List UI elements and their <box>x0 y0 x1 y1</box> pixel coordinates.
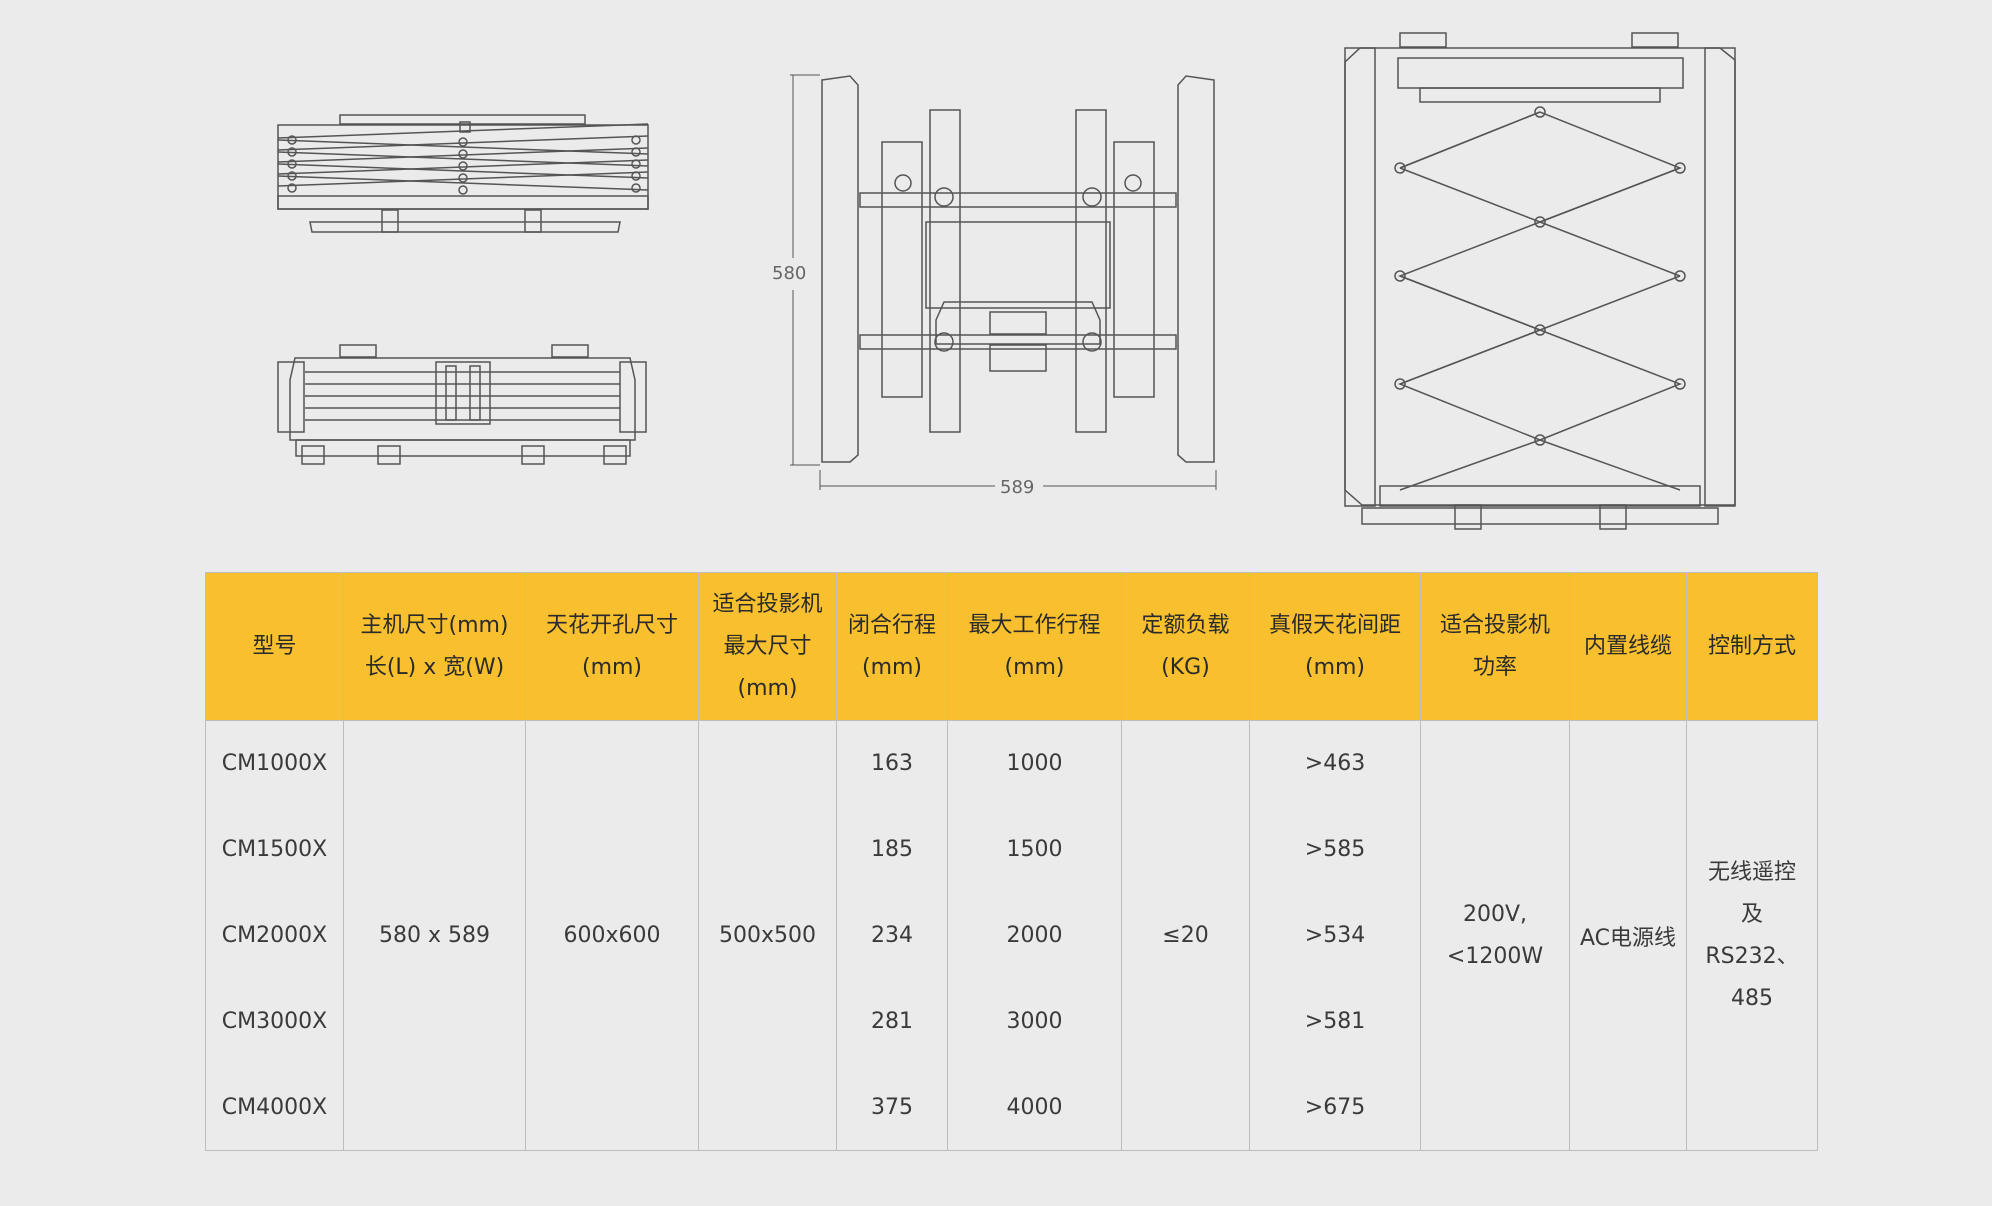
table-row: CM4000X 375 4000 >675 <box>205 1064 1818 1151</box>
projector-max-cell: 500x500 <box>698 720 837 1151</box>
closed-stroke-cell: 163 <box>836 720 948 807</box>
ceiling-hole-cell: 600x600 <box>525 720 699 1151</box>
header-power: 适合投影机 功率 <box>1420 572 1570 721</box>
technical-drawings: 580 589 <box>0 0 1992 560</box>
max-stroke-cell: 4000 <box>947 1064 1122 1151</box>
ceiling-gap-cell: >581 <box>1249 978 1421 1065</box>
ceiling-gap-cell: >463 <box>1249 720 1421 807</box>
max-stroke-cell: 2000 <box>947 892 1122 979</box>
drawings-svg: 580 589 <box>277 32 1736 530</box>
ceiling-gap-cell: >585 <box>1249 806 1421 893</box>
header-model: 型号 <box>205 572 344 721</box>
header-cable: 内置线缆 <box>1569 572 1687 721</box>
side-view-drawing <box>277 114 649 233</box>
table-row: CM3000X 281 3000 >581 <box>205 978 1818 1065</box>
model-cell: CM1000X <box>205 720 344 807</box>
rated-load-cell: ≤20 <box>1121 720 1250 1151</box>
header-projector-max: 适合投影机 最大尺寸 (mm) <box>698 572 837 721</box>
table-header-row: 型号 主机尺寸(mm) 长(L) x 宽(W) 天花开孔尺寸 (mm) 适合投影… <box>205 572 1818 721</box>
max-stroke-cell: 3000 <box>947 978 1122 1065</box>
table-row: CM1500X 185 1500 >585 <box>205 806 1818 893</box>
dim-width-label: 589 <box>1000 477 1034 498</box>
control-cell: 无线遥控 及 RS232、 485 <box>1686 720 1818 1151</box>
header-rated-load: 定额负载 (KG) <box>1121 572 1250 721</box>
power-cell: 200V, <1200W <box>1420 720 1570 1151</box>
ceiling-gap-cell: >534 <box>1249 892 1421 979</box>
closed-stroke-cell: 234 <box>836 892 948 979</box>
closed-stroke-cell: 281 <box>836 978 948 1065</box>
extended-view-drawing <box>1344 32 1736 530</box>
max-stroke-cell: 1000 <box>947 720 1122 807</box>
header-control: 控制方式 <box>1686 572 1818 721</box>
model-cell: CM3000X <box>205 978 344 1065</box>
header-max-stroke: 最大工作行程 (mm) <box>947 572 1122 721</box>
header-ceiling-gap: 真假天花间距 (mm) <box>1249 572 1421 721</box>
closed-stroke-cell: 185 <box>836 806 948 893</box>
top-view-drawing: 580 589 <box>772 74 1217 498</box>
max-stroke-cell: 1500 <box>947 806 1122 893</box>
front-view-drawing <box>277 344 647 465</box>
header-ceiling-hole: 天花开孔尺寸 (mm) <box>525 572 699 721</box>
table-row: CM2000X 234 2000 >534 <box>205 892 1818 979</box>
header-closed-stroke: 闭合行程 (mm) <box>836 572 948 721</box>
model-cell: CM4000X <box>205 1064 344 1151</box>
cable-cell: AC电源线 <box>1569 720 1687 1151</box>
header-host-size: 主机尺寸(mm) 长(L) x 宽(W) <box>343 572 526 721</box>
spec-table: 型号 主机尺寸(mm) 长(L) x 宽(W) 天花开孔尺寸 (mm) 适合投影… <box>205 572 1818 1151</box>
dim-height-label: 580 <box>772 263 806 284</box>
host-size-cell: 580 x 589 <box>343 720 526 1151</box>
model-cell: CM1500X <box>205 806 344 893</box>
ceiling-gap-cell: >675 <box>1249 1064 1421 1151</box>
closed-stroke-cell: 375 <box>836 1064 948 1151</box>
model-cell: CM2000X <box>205 892 344 979</box>
table-row: CM1000X 580 x 589 600x600 500x500 163 10… <box>205 720 1818 1151</box>
